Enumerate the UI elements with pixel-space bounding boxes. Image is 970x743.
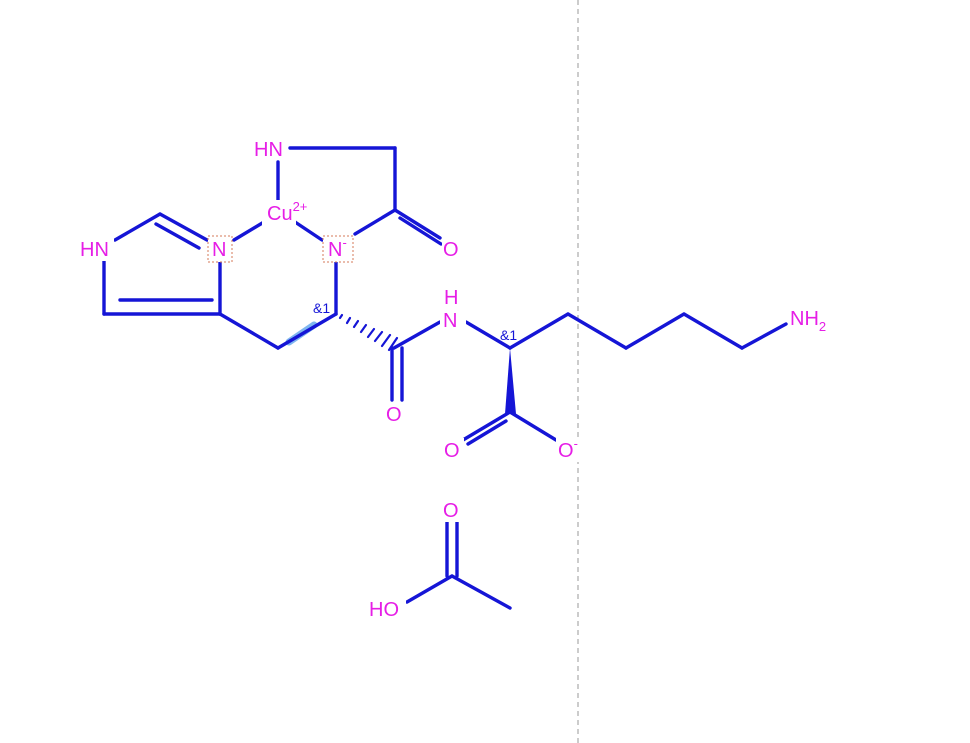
hashed-wedge-his[interactable] (338, 313, 399, 352)
bond-acetic-oh[interactable] (405, 574, 454, 604)
atom-n-amide[interactable]: N- (328, 235, 347, 261)
bond-nh-ca-lys[interactable] (464, 320, 512, 350)
bond-ch2-ca-his[interactable] (276, 312, 338, 350)
bond-cooh-o-minus[interactable] (508, 410, 558, 442)
solid-wedge-lys[interactable] (505, 348, 516, 414)
bond-cu-n-imid[interactable] (232, 220, 266, 242)
atom-labels[interactable]: Cu2+ HN N HN N- O &1 H N &1 O NH2 O O- O… (78, 137, 836, 621)
atom-nh2[interactable]: NH2 (790, 308, 826, 334)
bond-c-o-double-a[interactable] (393, 208, 442, 240)
atom-o-amide[interactable]: O (386, 404, 402, 426)
bonds[interactable] (102, 146, 788, 610)
bond-lys-5[interactable] (740, 322, 788, 350)
atom-o-minus[interactable]: O- (558, 436, 578, 462)
atom-n-imid[interactable]: N (212, 239, 226, 261)
atom-o-acetic[interactable]: O (443, 500, 459, 522)
bond-c-ch2-his[interactable] (218, 312, 280, 350)
bond-lys-1[interactable] (508, 312, 570, 350)
stereo-label-his: &1 (313, 300, 330, 316)
bond-cu-n-amide[interactable] (293, 220, 324, 242)
atom-h-peptide[interactable]: H (444, 287, 458, 309)
atom-hn-gly[interactable]: HN (254, 139, 283, 161)
stereo-label-lys: &1 (500, 327, 517, 343)
bond-lys-3[interactable] (624, 312, 686, 350)
atom-n-peptide[interactable]: N (443, 310, 457, 332)
bond-acetic-ch3[interactable] (450, 574, 512, 610)
bond-cooh-o-double-a[interactable] (461, 410, 512, 442)
bond-c-n-amide[interactable] (353, 208, 397, 236)
bond-n-ch-imid-b[interactable] (154, 222, 201, 250)
atom-n-imid-box (207, 235, 233, 263)
atom-ho-acetic[interactable]: HO (369, 599, 399, 621)
atom-hn-imid[interactable]: HN (80, 239, 109, 261)
bond-c-nh[interactable] (392, 320, 442, 350)
atom-cu[interactable]: Cu2+ (267, 199, 307, 225)
bond-lys-2[interactable] (566, 312, 628, 350)
atom-o-gly[interactable]: O (443, 239, 459, 261)
bond-c-o-double-b[interactable] (398, 216, 443, 246)
bond-cooh-o-double-b[interactable] (466, 419, 508, 446)
bond-lys-4[interactable] (682, 312, 744, 350)
bond-ch-hn-imid[interactable] (113, 212, 162, 242)
bond-n-ch-imid-a[interactable] (158, 212, 209, 242)
atom-o-carbonyl[interactable]: O (444, 440, 460, 462)
